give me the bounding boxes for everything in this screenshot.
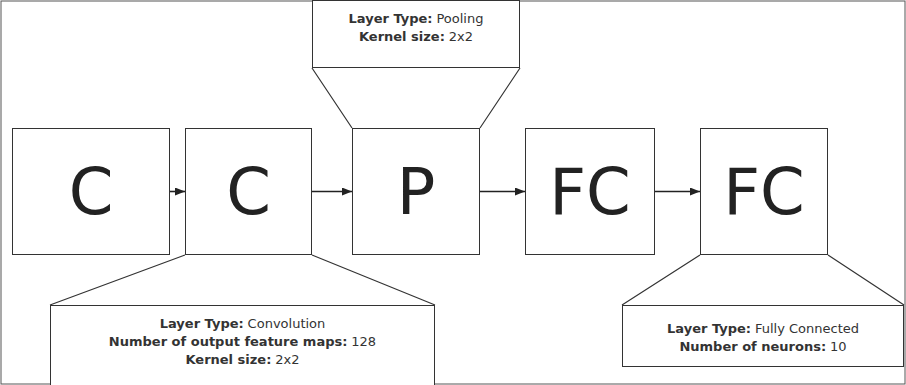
layer-letter: P: [397, 160, 436, 224]
fc-callout: Layer Type:Fully ConnectedNumber of neur…: [622, 305, 904, 367]
pool-callout: Layer Type:PoolingKernel size:2x2: [312, 0, 520, 68]
fc-layer-box: FC: [700, 128, 828, 255]
flow-arrow: [480, 191, 525, 193]
field-label: Kernel size:: [359, 28, 445, 46]
callout-line: Number of output feature maps:128: [109, 333, 376, 351]
flow-arrow: [655, 191, 700, 193]
callout-line: Kernel size:2x2: [185, 351, 299, 369]
field-label: Number of neurons:: [679, 338, 826, 356]
field-value: 2x2: [275, 351, 299, 369]
layer-letter: FC: [723, 160, 805, 224]
fc-layer-box: FC: [525, 128, 655, 255]
field-label: Kernel size:: [185, 351, 271, 369]
callout-line: Kernel size:2x2: [359, 28, 473, 46]
field-value: Fully Connected: [755, 320, 859, 338]
field-value: 2x2: [449, 28, 473, 46]
layer-letter: C: [69, 160, 114, 224]
field-value: Pooling: [436, 10, 483, 28]
field-label: Layer Type:: [160, 315, 244, 333]
callout-line: Layer Type:Pooling: [349, 10, 484, 28]
field-label: Layer Type:: [349, 10, 433, 28]
pool-layer-box: P: [352, 128, 480, 255]
field-value: 128: [351, 333, 376, 351]
layer-letter: FC: [549, 160, 631, 224]
field-value: 10: [830, 338, 847, 356]
field-label: Layer Type:: [667, 320, 751, 338]
field-value: Convolution: [248, 315, 326, 333]
callout-leader: [50, 255, 435, 305]
conv-callout: Layer Type:ConvolutionNumber of output f…: [50, 305, 435, 385]
flow-arrow: [170, 191, 185, 193]
callout-line: Layer Type:Fully Connected: [667, 320, 859, 338]
layer-letter: C: [226, 160, 271, 224]
flow-arrow: [312, 191, 352, 193]
field-label: Number of output feature maps:: [109, 333, 348, 351]
conv-layer-box: C: [185, 128, 312, 255]
callout-line: Number of neurons:10: [679, 338, 846, 356]
callout-leader: [622, 255, 904, 305]
callout-leader: [312, 68, 520, 128]
callout-line: Layer Type:Convolution: [160, 315, 326, 333]
conv-layer-box: C: [12, 128, 170, 255]
